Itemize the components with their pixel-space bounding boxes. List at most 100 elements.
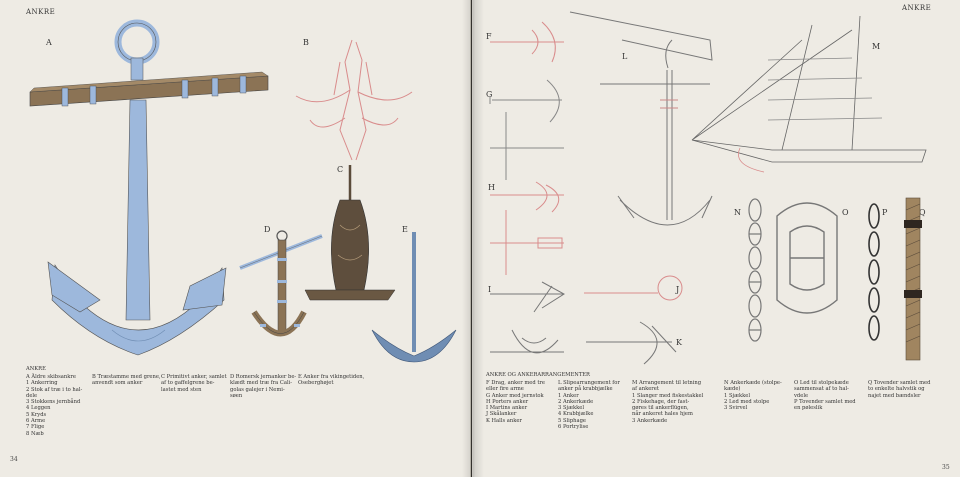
caption-l-line: 1 Anker bbox=[558, 392, 579, 399]
right-page: ANKRE 35 F G H I J K L M N O P Q bbox=[472, 0, 960, 477]
anchor-d-illustration bbox=[239, 230, 323, 337]
anchor-l-illustration bbox=[569, 11, 713, 226]
caption-f-line: eller fire arme bbox=[486, 386, 524, 393]
figure-label-d: D bbox=[264, 225, 271, 234]
anchor-i bbox=[490, 281, 565, 313]
right-page-header: ANKRE bbox=[902, 4, 932, 12]
caption-m-line: gøres til ankerflügen, bbox=[632, 405, 689, 412]
anchor-j bbox=[584, 275, 683, 301]
caption-o-line: en pøleslik bbox=[794, 405, 823, 412]
figure-label-m: M bbox=[872, 42, 881, 51]
caption-l: L Slipearrangement for anker på krabbjæl… bbox=[558, 380, 620, 430]
caption-heading-left-text: ANKRE bbox=[26, 366, 46, 372]
caption-l-line: 6 Portrylise bbox=[558, 424, 589, 431]
anchor-a-illustration bbox=[29, 19, 269, 356]
caption-n-line: 1 Sjækkel bbox=[724, 392, 751, 399]
caption-o-line: vdele bbox=[794, 392, 809, 399]
caption-heading-right: ANKRE OG ANKERARRANGEMENTER bbox=[486, 372, 590, 378]
caption-a-line: 6 Arme bbox=[26, 418, 46, 425]
figure-label-p: P bbox=[882, 208, 888, 217]
caption-l-line: 5 Sliphage bbox=[558, 417, 586, 424]
figure-label-f: F bbox=[486, 32, 492, 41]
caption-l-line: anker på krabbjælke bbox=[558, 386, 613, 393]
caption-l-line: L Slipearrangement for bbox=[558, 380, 620, 386]
anchor-h2 bbox=[490, 210, 564, 275]
caption-o-line: sammensat af to hal- bbox=[794, 386, 849, 393]
caption-b-line: B Træstamme med grene, bbox=[92, 374, 161, 380]
caption-d-line: søen bbox=[230, 392, 243, 399]
figure-label-k: K bbox=[676, 338, 682, 347]
book-gutter bbox=[462, 0, 484, 477]
caption-l-line: 4 Krabbjælke bbox=[558, 411, 594, 418]
caption-d-line: D Romersk jernanker be- bbox=[230, 374, 297, 380]
left-page-number: 34 bbox=[10, 456, 18, 463]
caption-o-line: O Led til stolpekæde bbox=[794, 380, 849, 386]
anchor-i2 bbox=[490, 329, 564, 354]
anchor-f bbox=[490, 21, 564, 63]
caption-m-line: M Arrangement til letning bbox=[632, 380, 702, 386]
caption-m-line: 1 Slanger med fiskestakkel bbox=[632, 392, 704, 399]
caption-a-line: 3 Stokkens jernbånd bbox=[26, 399, 81, 406]
figure-label-q: Q bbox=[919, 208, 926, 217]
caption-d-line: golas galejer i Nemi- bbox=[230, 386, 285, 393]
caption-q-line: to enkelte halvstik og bbox=[868, 386, 925, 393]
caption-c-line: C Primitivt anker, samlet bbox=[161, 374, 227, 380]
caption-d-line: klædt med træ fra Cali- bbox=[230, 380, 293, 387]
caption-heading-right-text: ANKRE OG ANKERARRANGEMENTER bbox=[486, 372, 590, 378]
rope-q-illustration bbox=[904, 197, 922, 361]
caption-a-line: 5 Kryds bbox=[26, 411, 47, 418]
caption-a-line: A Äldre skibsankre bbox=[26, 374, 76, 380]
caption-f-line: K Halls anker bbox=[486, 417, 522, 424]
caption-f-line: F Drag, anker med tre bbox=[486, 380, 545, 386]
figure-label-a: A bbox=[46, 38, 52, 47]
caption-a-line: 2 Stok af træ i to hal- bbox=[26, 386, 83, 393]
caption-heading-left: ANKRE bbox=[26, 366, 46, 372]
caption-q-line: najet med bændsler bbox=[868, 392, 921, 399]
chain-p-illustration bbox=[868, 203, 880, 341]
figure-label-e: E bbox=[402, 225, 408, 234]
figure-label-c: C bbox=[337, 165, 344, 174]
left-page-header: ANKRE bbox=[26, 8, 56, 16]
ship-m-illustration bbox=[691, 15, 927, 173]
caption-m-line: når ankeret hales hjem bbox=[632, 411, 693, 418]
caption-l-line: 2 Ankerkæde bbox=[558, 398, 594, 405]
anchor-g2 bbox=[490, 112, 564, 180]
anchor-k bbox=[586, 321, 677, 365]
caption-b-line: anvendt som anker bbox=[92, 380, 143, 387]
caption-e-line: E Anker fra vikingetiden, bbox=[298, 374, 365, 380]
caption-l-line: 3 Sjækkel bbox=[558, 405, 585, 412]
caption-a-line: 1 Ankerring bbox=[26, 380, 58, 387]
caption-n-line: N Ankerkæde (stolpe- bbox=[724, 380, 782, 386]
link-o-illustration bbox=[776, 202, 838, 314]
caption-c-line: af to gaffelgrene be- bbox=[161, 380, 215, 387]
caption-f-line: I Martins anker bbox=[486, 405, 528, 412]
caption-o: O Led til stolpekæde sammensat af to hal… bbox=[794, 380, 856, 411]
caption-m-line: af ankeret bbox=[632, 386, 659, 393]
caption-q: Q Tovender samlet med to enkelte halvsti… bbox=[868, 380, 930, 399]
anchor-c-illustration bbox=[304, 165, 396, 301]
left-page: ANKRE 34 A B C D E bbox=[0, 0, 471, 477]
right-illustrations bbox=[489, 11, 927, 365]
figure-label-j: J bbox=[676, 285, 680, 294]
anchor-h bbox=[490, 181, 564, 213]
figure-label-g: G bbox=[486, 90, 493, 99]
caption-n-line: 3 Svirvel bbox=[724, 405, 748, 412]
caption-a-line: dele bbox=[26, 392, 38, 399]
figure-label-n: N bbox=[734, 208, 741, 217]
caption-c: C Primitivt anker, samlet af to gaffelgr… bbox=[161, 374, 227, 393]
caption-m-line: 3 Ankerkæde bbox=[632, 417, 668, 424]
chain-n-illustration bbox=[748, 198, 762, 342]
right-page-number: 35 bbox=[942, 464, 950, 471]
caption-b: B Træstamme med grene, anvendt som anker bbox=[92, 374, 161, 387]
anchor-b-illustration bbox=[295, 39, 413, 161]
caption-a-line: 7 Flige bbox=[26, 424, 45, 431]
caption-q-line: Q Tovender samlet med bbox=[868, 380, 931, 386]
anchor-g bbox=[489, 79, 562, 123]
small-anchors-f-to-k bbox=[489, 21, 683, 365]
caption-e-line: Oseberghøjet bbox=[298, 380, 334, 387]
caption-f-line: H Porters anker bbox=[486, 398, 529, 405]
